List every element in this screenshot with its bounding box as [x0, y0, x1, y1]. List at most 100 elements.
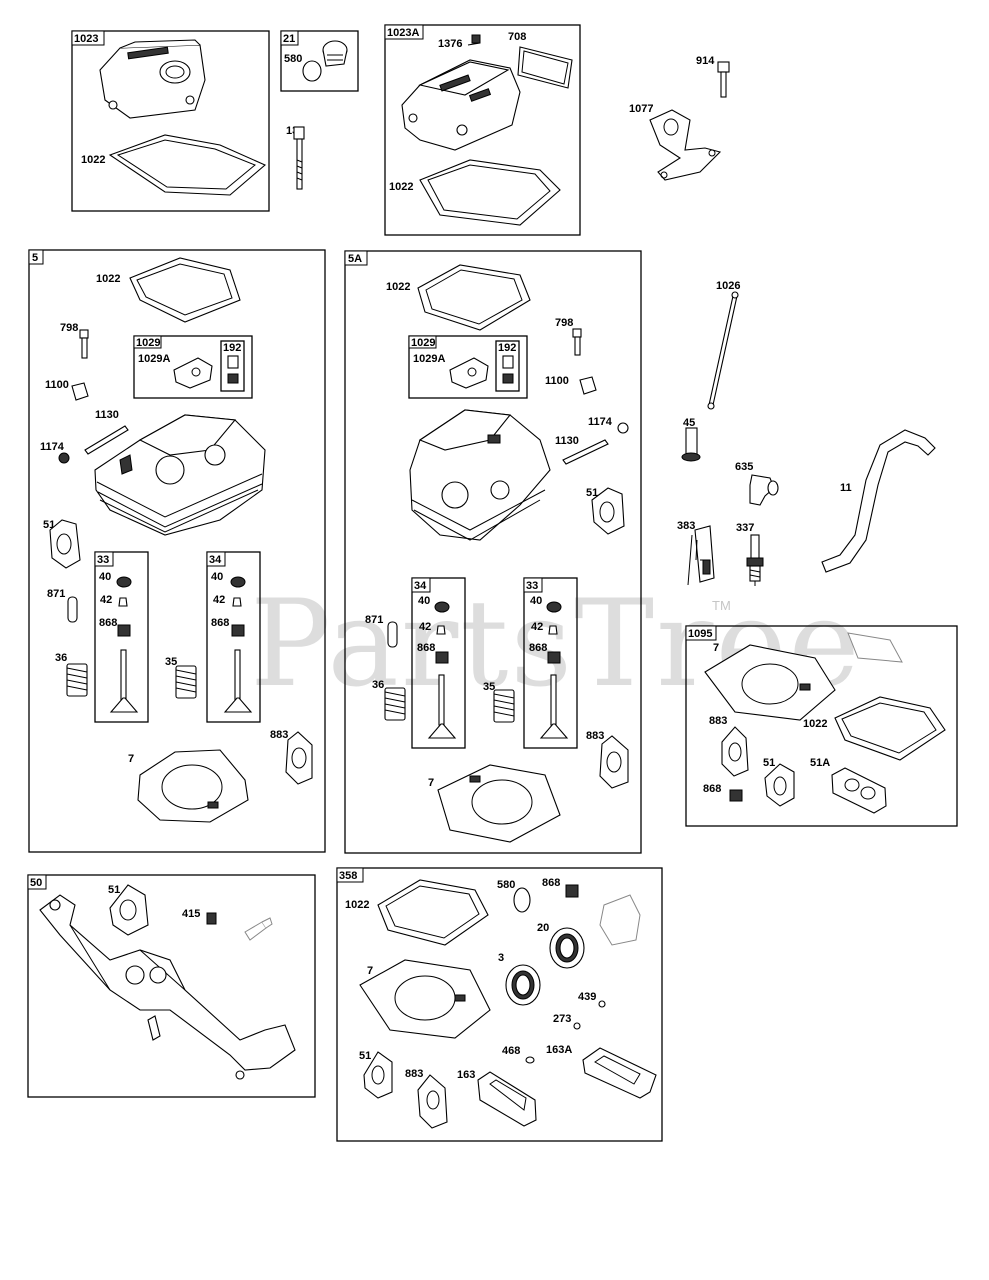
part-label-7-g5A: 7 — [428, 777, 434, 789]
cylinder-head-g5A-part[interactable] — [409, 409, 551, 541]
nut-1174-g5A-part[interactable] — [617, 422, 629, 434]
screw-1376-part[interactable] — [467, 34, 481, 46]
group-1023[interactable]: 1023 1022 — [71, 30, 270, 212]
group-1023A[interactable]: 1023A 1376 708 1022 — [384, 24, 581, 236]
tappet-45-part[interactable] — [681, 427, 701, 462]
seal-868a-g5-part[interactable] — [117, 624, 131, 637]
seal-868a-g5A-part[interactable] — [435, 651, 449, 664]
stud-798-g5-part[interactable] — [79, 329, 89, 359]
spring-35-g5-part[interactable] — [175, 665, 197, 699]
gasket-163A-g358-part[interactable] — [582, 1047, 657, 1099]
group-5[interactable]: 5 1022 798 1029 1029A 192 1100 1130 1174 — [28, 249, 326, 853]
gasket-163-g358-part[interactable] — [477, 1071, 537, 1127]
gasket-883-g1095-part[interactable] — [721, 726, 749, 777]
nut-192-g5-part[interactable] — [227, 373, 239, 384]
gasket-883-g5A-part[interactable] — [599, 735, 629, 789]
gasket-51A-g1095-part[interactable] — [831, 767, 887, 814]
seal-20-g358-part[interactable] — [549, 927, 585, 969]
spark-plug-337-part[interactable] — [746, 534, 764, 586]
pin-871-g5A-part[interactable] — [387, 621, 398, 648]
seal-40a-g5A-part[interactable] — [434, 601, 450, 613]
pin-871-g5-part[interactable] — [67, 596, 78, 623]
bolt-13[interactable]: 13 — [286, 125, 305, 190]
hose-11-part[interactable] — [821, 429, 936, 573]
tube-1130-g5A-part[interactable] — [562, 439, 609, 465]
seal-40a-g5-part[interactable] — [116, 576, 132, 588]
spring-35-g5A-part[interactable] — [493, 689, 515, 723]
head-gasket-g358-part[interactable] — [359, 959, 491, 1039]
group-21[interactable]: 21 580 — [280, 30, 359, 92]
oring-580-g358-part[interactable] — [513, 887, 531, 913]
fitting-415-part[interactable] — [206, 912, 217, 925]
spacer-g5A-part[interactable] — [502, 355, 514, 369]
bolt-914[interactable]: 914 — [696, 55, 730, 98]
seal-868-g358-part[interactable] — [565, 884, 579, 898]
gasket-1022-g358-part[interactable] — [377, 879, 489, 946]
stud-798-g5A-part[interactable] — [572, 328, 582, 356]
spring-36-g5A-part[interactable] — [384, 687, 406, 721]
part-label-7-g358: 7 — [367, 965, 373, 977]
fitting-light-g50-part[interactable] — [244, 917, 273, 941]
gasket-883-g358-part[interactable] — [417, 1074, 448, 1129]
seal-3-g358-part[interactable] — [505, 964, 541, 1006]
boot-635-part[interactable] — [749, 474, 779, 506]
tube-1130-g5-part[interactable] — [84, 425, 129, 455]
gasket-51-g50-part[interactable] — [109, 884, 149, 936]
gasket-51-g5A-part[interactable] — [591, 487, 625, 535]
seal-868b-g5A-part[interactable] — [547, 651, 561, 664]
seal-708-part[interactable] — [517, 46, 573, 89]
gasket-51-g1095-part[interactable] — [764, 763, 795, 807]
keeper-42a-g5-part[interactable] — [118, 597, 128, 607]
cover-gasket-1023A-part[interactable] — [419, 159, 561, 226]
rocker-arm-g5A-part[interactable] — [449, 357, 489, 389]
keeper-42a-g5A-part[interactable] — [436, 625, 446, 635]
gasket-883-g5-part[interactable] — [285, 731, 313, 785]
part-label-337: 337 — [736, 522, 754, 534]
head-gasket-g5A-part[interactable] — [437, 764, 561, 843]
head-gasket-g5-part[interactable] — [137, 749, 249, 823]
seal-40b-g5-part[interactable] — [230, 576, 246, 588]
gasket-light-g358-part[interactable] — [599, 894, 641, 946]
seal-868b-g5-part[interactable] — [231, 624, 245, 637]
group-5A[interactable]: 5A 1022 798 1029 1029A 192 1100 1174 113… — [344, 250, 642, 854]
gasket-51-g358-part[interactable] — [363, 1051, 393, 1099]
gasket-light-g1095-part[interactable] — [847, 632, 903, 663]
gasket-1022-g1095-part[interactable] — [834, 696, 946, 761]
cover-gasket-part[interactable] — [108, 134, 267, 196]
valve-cover-part[interactable] — [99, 39, 206, 119]
gasket-1022-g5A-part[interactable] — [417, 264, 531, 331]
keeper-42b-g5-part[interactable] — [232, 597, 242, 607]
head-gasket-g1095-part[interactable] — [704, 644, 836, 721]
valve-cover-1023A-part[interactable] — [401, 59, 521, 151]
nut-1174-g5-part[interactable] — [58, 452, 70, 464]
group-50[interactable]: 50 51 415 — [27, 874, 316, 1098]
group-358[interactable]: 358 1022 580 868 20 3 7 439 273 — [336, 867, 663, 1142]
oring-439-g358-part[interactable] — [598, 1000, 606, 1008]
oring-468-g358-part[interactable] — [525, 1056, 535, 1064]
oring-580-part[interactable] — [302, 60, 322, 82]
gasket-1022-g5-part[interactable] — [129, 257, 241, 323]
valve-33-g5-part[interactable] — [109, 649, 139, 713]
intake-manifold-50-part[interactable] — [39, 894, 296, 1080]
keeper-42b-g5A-part[interactable] — [548, 625, 558, 635]
valve-34-g5A-part[interactable] — [427, 674, 457, 739]
valve-33-g5A-part[interactable] — [539, 674, 569, 739]
rocker-arm-g5-part[interactable] — [173, 357, 213, 389]
guide-1100-g5-part[interactable] — [71, 382, 89, 401]
nut-192-g5A-part[interactable] — [502, 373, 514, 384]
seal-40b-g5A-part[interactable] — [546, 601, 562, 613]
guide-1100-g5A-part[interactable] — [579, 376, 597, 395]
spring-36-g5-part[interactable] — [66, 663, 88, 697]
part-label-42a-g5A: 42 — [419, 621, 431, 633]
oil-fill-cap-part[interactable] — [322, 40, 348, 67]
cylinder-head-g5-part[interactable] — [94, 414, 266, 536]
group-1095[interactable]: 1095 7 1022 883 51 51A 868 — [685, 625, 958, 827]
oring-273-g358-part[interactable] — [573, 1022, 581, 1030]
ignition-module-383-part[interactable] — [687, 525, 715, 586]
pushrod-1026-part[interactable] — [707, 291, 739, 410]
bracket-1077[interactable]: 1077 — [629, 103, 722, 181]
spacer-g5-part[interactable] — [227, 355, 239, 369]
seal-868-g1095-part[interactable] — [729, 789, 743, 802]
gasket-51-g5-part[interactable] — [49, 519, 81, 569]
valve-34-g5-part[interactable] — [223, 649, 253, 713]
